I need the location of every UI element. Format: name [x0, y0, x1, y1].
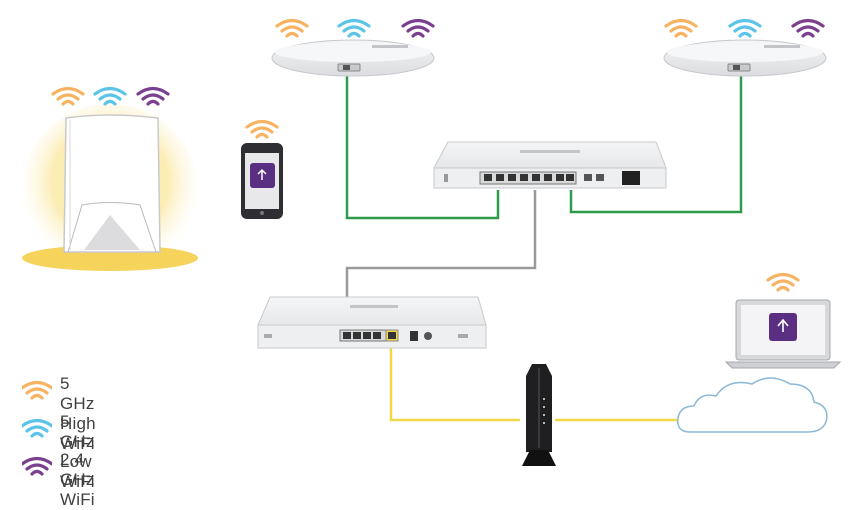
smartphone: [241, 119, 283, 219]
cables: [345, 70, 743, 422]
wifi-low-icon: [337, 18, 371, 38]
internet-cloud: [677, 377, 828, 433]
router-ports: [339, 329, 399, 342]
wifi-low-icon: [93, 86, 127, 106]
power-socket: [622, 171, 640, 185]
cable-ap-left-to-switch: [345, 70, 500, 220]
access-point-left: [271, 18, 435, 77]
wifi-icon: [22, 456, 52, 476]
wifi-icon: [22, 418, 52, 438]
wifi-24-icon: [136, 86, 170, 106]
cable-modem: [522, 364, 556, 466]
wifi-icon: [22, 380, 52, 400]
legend-label: 2.4 GHz WiFi: [60, 450, 95, 509]
cable-router-to-modem: [389, 336, 520, 422]
wifi-high-icon: [245, 119, 279, 139]
cable-ap-right-to-switch: [569, 70, 743, 214]
access-point-right: [663, 18, 827, 77]
laptop: [724, 272, 842, 369]
network-topology-diagram: [22, 18, 842, 466]
wifi-low-icon: [728, 18, 762, 38]
wifi-24-icon: [791, 18, 825, 38]
wifi-high-icon: [51, 86, 85, 106]
wifi-high-icon: [275, 18, 309, 38]
wifi-24-icon: [401, 18, 435, 38]
wifi-high-icon: [664, 18, 698, 38]
router: [257, 296, 487, 349]
switch-ports: [479, 171, 604, 185]
wifi-high-icon: [766, 272, 800, 292]
network-switch: [433, 141, 667, 189]
tri-band-satellite: [22, 86, 198, 276]
legend-label: 5 GHz High WiFi: [60, 374, 96, 453]
